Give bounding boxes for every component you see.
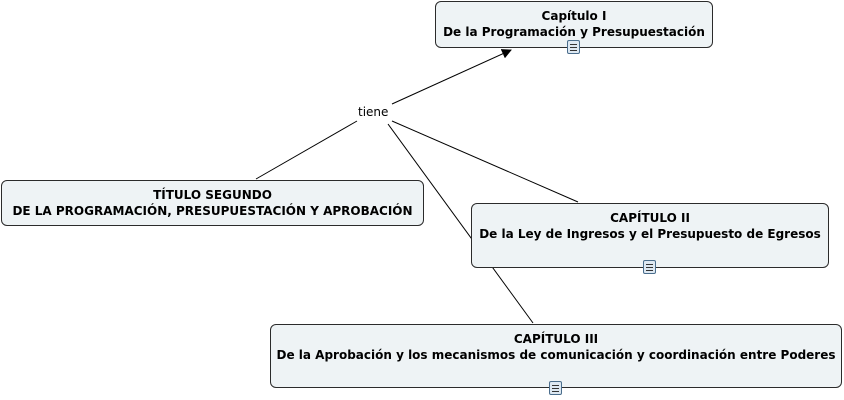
document-icon[interactable] [643,260,656,274]
concept-subtitle: De la Ley de Ingresos y el Presupuesto d… [479,227,821,241]
concept-title: CAPÍTULO II [610,211,690,225]
concept-capitulo-ii[interactable]: CAPÍTULO II De la Ley de Ingresos y el P… [471,203,829,268]
link-tiene-to-cap3 [387,123,534,324]
linking-phrase: tiene [357,105,390,119]
link-tiene-to-cap1 [391,49,512,105]
document-icon[interactable] [549,381,562,395]
concept-subtitle: De la Programación y Presupuestación [443,25,705,39]
concept-capitulo-iii[interactable]: CAPÍTULO III De la Aprobación y los meca… [270,324,842,388]
link-root-to-tiene [255,120,358,180]
link-tiene-to-cap2 [391,120,579,203]
document-icon[interactable] [567,40,580,54]
concept-title: TÍTULO SEGUNDO [153,188,272,202]
concept-title: CAPÍTULO III [513,332,599,346]
concept-titulo-segundo[interactable]: TÍTULO SEGUNDO DE LA PROGRAMACIÓN, PRESU… [1,180,424,226]
concept-subtitle: DE LA PROGRAMACIÓN, PRESUPUESTACIÓN Y AP… [12,204,413,218]
concept-subtitle: De la Aprobación y los mecanismos de com… [276,348,836,362]
concept-title: Capítulo I [541,9,607,23]
